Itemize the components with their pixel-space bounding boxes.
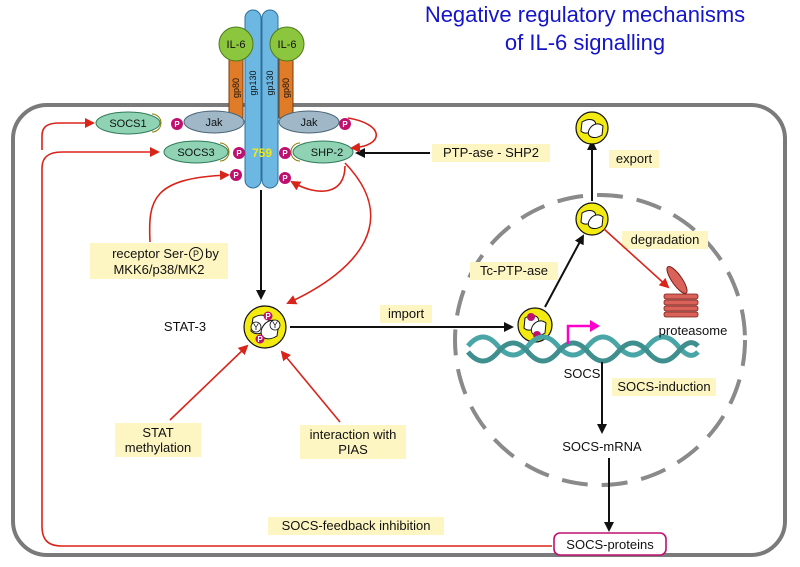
- arrow-pias-to-stat3: [280, 350, 341, 423]
- arrow-shp2-to-stat3: [286, 162, 372, 305]
- import-box: [380, 305, 432, 323]
- proteasome-icon: [663, 266, 699, 318]
- tcptpase-box: [470, 262, 558, 280]
- arrow-ser-to-receptor: [148, 170, 230, 243]
- il6-left-label: IL-6: [227, 39, 246, 51]
- feedback-label: SOCS-feedback inhibition: [282, 518, 431, 533]
- pias-line1: interaction with: [310, 427, 397, 442]
- proteasome-label: proteasome: [659, 323, 728, 338]
- degradation-box: [622, 231, 708, 249]
- svg-text:Y: Y: [253, 322, 259, 332]
- phospho-jak-right: P: [339, 118, 351, 130]
- stat-methylation-line2: methylation: [125, 440, 191, 455]
- phospho-ser-left: P: [230, 169, 242, 181]
- stat-methylation-line1: STAT: [142, 425, 173, 440]
- gp130-right-label: gp130: [265, 70, 275, 95]
- stat3-nuclear: [517, 307, 553, 343]
- stat-methylation-box: [115, 423, 201, 457]
- nucleus-membrane: [453, 193, 747, 487]
- arrow-to-proteasome: [603, 228, 670, 289]
- socs1: SOCS1: [95, 111, 162, 135]
- receptor-ser-circle-label: P: [193, 249, 199, 259]
- receptor-ser-suffix: by: [205, 246, 219, 261]
- export-box: [609, 150, 659, 168]
- gp80-right-label: gp80: [281, 78, 291, 98]
- socs-proteins-box: [553, 532, 667, 556]
- arrow-jak-to-shp2: [347, 117, 378, 153]
- transcription-arrowhead-icon: [590, 320, 600, 332]
- jak-left: Jak: [183, 110, 245, 134]
- stat3-dimer: Y Y P P: [243, 305, 287, 349]
- arrow-to-dephosphorylated: [544, 234, 584, 308]
- ptpase-shp2-box: [432, 144, 550, 162]
- degradation-label: degradation: [631, 232, 700, 247]
- stat3-exported: [575, 111, 609, 145]
- site-759-label: 759: [252, 146, 272, 160]
- receptor-ser-line2: MKK6/p38/MK2: [113, 262, 204, 277]
- stat3-dephosphorylated: [575, 202, 609, 236]
- socs-proteins-label: SOCS-proteins: [566, 537, 654, 552]
- jak-right: Jak: [278, 110, 340, 134]
- gp80-right: gp80: [278, 51, 294, 119]
- socs3-label: SOCS3: [177, 147, 214, 159]
- export-label: export: [616, 151, 653, 166]
- jak-right-label: Jak: [300, 117, 318, 129]
- stat3-label: STAT-3: [164, 319, 206, 334]
- il6-left: IL-6: [218, 26, 254, 62]
- dna-helix: [466, 334, 700, 364]
- transcription-start-icon: [566, 324, 593, 344]
- phospho-socs1: P: [171, 118, 183, 130]
- svg-text:P: P: [233, 171, 239, 180]
- socs-mrna-label: SOCS-mRNA: [562, 439, 642, 454]
- svg-text:P: P: [265, 312, 271, 321]
- receptor-ser-circle: [189, 247, 203, 261]
- cell-membrane: [11, 103, 787, 557]
- socs3: SOCS3: [163, 140, 230, 164]
- feedback-box: [268, 517, 444, 535]
- socs-induction-box: [612, 378, 716, 396]
- socs1-label: SOCS1: [109, 118, 146, 130]
- jak-left-label: Jak: [205, 117, 223, 129]
- svg-text:P: P: [282, 149, 288, 158]
- gp80-left-label: gp80: [231, 78, 241, 98]
- socs-induction-label: SOCS-induction: [617, 379, 710, 394]
- import-label: import: [388, 306, 425, 321]
- ptpase-shp2-label: PTP-ase - SHP2: [443, 145, 539, 160]
- svg-text:P: P: [282, 174, 288, 183]
- shp2: SHP-2: [290, 140, 354, 164]
- tcptpase-label: Tc-PTP-ase: [480, 263, 548, 278]
- pias-box: [300, 425, 406, 459]
- shp2-label: SHP-2: [311, 147, 343, 159]
- arrow-methylation-to-stat3: [169, 344, 249, 421]
- gp80-left: gp80: [228, 51, 244, 119]
- svg-text:P: P: [236, 149, 242, 158]
- gp130-left-label: gp130: [248, 70, 258, 95]
- pias-line2: PIAS: [338, 442, 368, 457]
- arrow-feedback-socs1: [41, 118, 95, 150]
- phospho-shp2: P: [279, 147, 291, 159]
- svg-text:Y: Y: [272, 320, 278, 330]
- phospho-socs3: P: [233, 147, 245, 159]
- il6-right: IL-6: [269, 26, 305, 62]
- il6-right-label: IL-6: [278, 39, 297, 51]
- title-line1: Negative regulatory mechanisms: [425, 2, 745, 27]
- phospho-ser-right: P: [279, 172, 291, 184]
- receptor-ser-box: [90, 243, 228, 279]
- arrow-feedback-socs3: [41, 147, 552, 547]
- receptor-ser-line1: receptor Ser-: [112, 246, 188, 261]
- svg-text:P: P: [174, 120, 180, 129]
- svg-text:P: P: [257, 335, 263, 344]
- title-line2: of IL-6 signalling: [505, 30, 665, 55]
- arrow-shp2-loop: [290, 165, 346, 192]
- svg-text:P: P: [342, 120, 348, 129]
- socs-gene-label: SOCS: [564, 366, 601, 381]
